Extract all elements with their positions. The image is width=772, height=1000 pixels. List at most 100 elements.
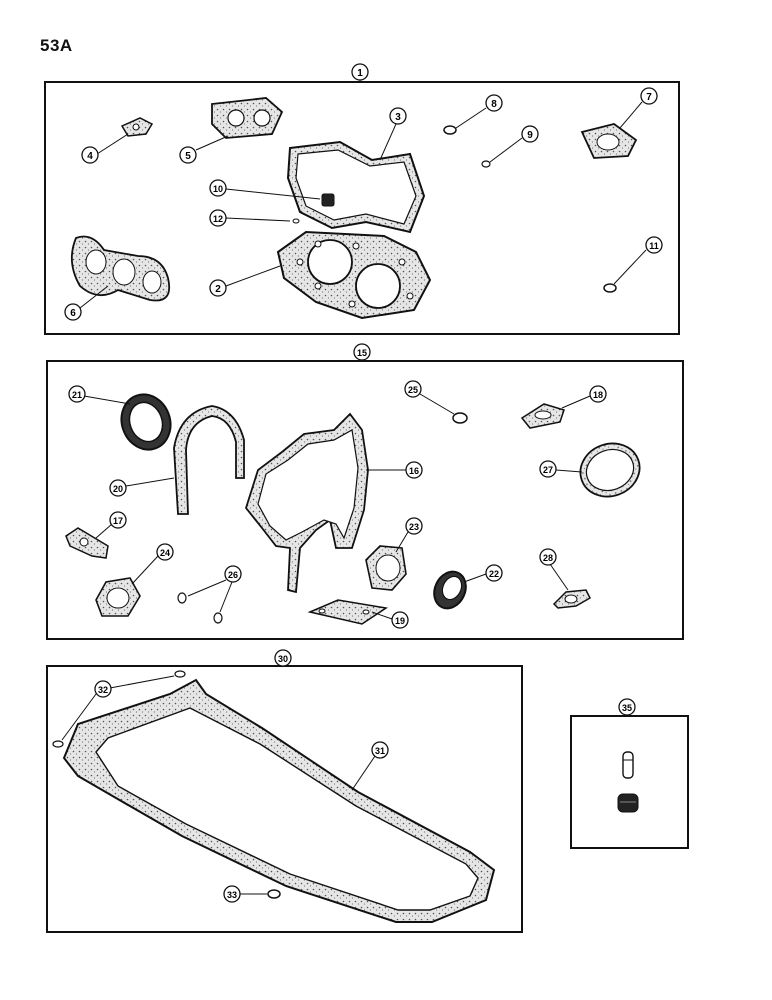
part-12-tiny-ring (292, 218, 300, 224)
callout-16: 16 (405, 461, 423, 479)
kit-35-frame (570, 715, 689, 849)
part-21-rear-seal (120, 393, 172, 451)
part-32-end-seals (52, 670, 186, 748)
callout-17: 17 (109, 511, 127, 529)
svg-text:3: 3 (395, 112, 401, 123)
callout-7: 7 (640, 87, 658, 105)
part-26-o-rings (177, 592, 223, 624)
callout-5: 5 (179, 146, 197, 164)
svg-text:12: 12 (213, 214, 223, 224)
callout-19: 19 (391, 611, 409, 629)
part-31-oil-pan-gasket (62, 678, 496, 923)
svg-text:32: 32 (98, 685, 108, 695)
callout-22: 22 (485, 564, 503, 582)
callout-32: 32 (94, 680, 112, 698)
part-27-round-gasket (579, 442, 641, 498)
svg-text:28: 28 (543, 553, 553, 563)
kit-35-group: 35 (570, 698, 689, 849)
callout-35: 35 (618, 698, 636, 716)
callout-18: 18 (589, 385, 607, 403)
part-6-manifold-gasket (70, 235, 171, 302)
svg-text:6: 6 (70, 308, 76, 319)
part-7-flange-gasket (580, 123, 638, 159)
part-10-seal (321, 193, 335, 207)
callout-30: 30 (274, 649, 292, 667)
svg-text:24: 24 (160, 548, 170, 558)
part-25-o-ring (452, 412, 468, 424)
part-22-front-seal (433, 570, 467, 610)
svg-text:33: 33 (227, 890, 237, 900)
svg-text:31: 31 (375, 746, 385, 756)
svg-text:16: 16 (409, 466, 419, 476)
svg-text:23: 23 (409, 522, 419, 532)
callout-21: 21 (68, 385, 86, 403)
svg-text:22: 22 (489, 569, 499, 579)
callout-15: 15 (353, 343, 371, 361)
svg-text:2: 2 (215, 284, 221, 295)
callout-23: 23 (405, 517, 423, 535)
part-18-gasket (520, 403, 565, 429)
callout-27: 27 (539, 460, 557, 478)
callout-12: 12 (209, 209, 227, 227)
svg-text:7: 7 (646, 92, 652, 103)
callout-10: 10 (209, 179, 227, 197)
svg-text:27: 27 (543, 465, 553, 475)
part-8-washer (443, 125, 457, 135)
kit-30-group: 30 31 32 (46, 649, 523, 933)
svg-text:9: 9 (527, 130, 533, 141)
callout-2: 2 (209, 279, 227, 297)
part-3-valve-cover-gasket (286, 140, 426, 234)
svg-text:5: 5 (185, 151, 191, 162)
part-11-washer (603, 283, 617, 293)
part-16-timing-cover-gasket (244, 412, 369, 594)
part-2-head-gasket (276, 230, 432, 320)
kit-1-frame (44, 81, 680, 335)
callout-8: 8 (485, 94, 503, 112)
svg-text:10: 10 (213, 184, 223, 194)
svg-text:19: 19 (395, 616, 405, 626)
svg-text:1: 1 (357, 68, 363, 79)
page-number: 53A (40, 36, 73, 55)
svg-text:21: 21 (72, 390, 82, 400)
callout-25: 25 (404, 380, 422, 398)
svg-text:35: 35 (622, 703, 632, 713)
svg-text:8: 8 (491, 99, 497, 110)
callout-4: 4 (81, 146, 99, 164)
part-17-gasket (65, 527, 109, 559)
callout-28: 28 (539, 548, 557, 566)
callout-31: 31 (371, 741, 389, 759)
part-23-gasket (365, 545, 407, 591)
part-35-plug (622, 751, 634, 779)
part-33-washer (267, 889, 281, 899)
callout-11: 11 (645, 236, 663, 254)
callout-33: 33 (223, 885, 241, 903)
callout-20: 20 (109, 479, 127, 497)
part-9-washer (481, 160, 491, 168)
kit-1-group: 1 4 5 (44, 63, 680, 335)
svg-text:20: 20 (113, 484, 123, 494)
callout-24: 24 (156, 543, 174, 561)
svg-text:25: 25 (408, 385, 418, 395)
part-35-seal (617, 793, 639, 813)
callout-6: 6 (64, 303, 82, 321)
svg-text:11: 11 (649, 241, 659, 251)
svg-text:17: 17 (113, 516, 123, 526)
part-5-gasket (211, 97, 284, 139)
callout-26: 26 (224, 565, 242, 583)
part-19-plate-gasket (307, 599, 388, 625)
part-4-gasket (120, 117, 154, 137)
svg-text:18: 18 (593, 390, 603, 400)
svg-text:30: 30 (278, 654, 288, 664)
svg-text:15: 15 (357, 348, 367, 358)
part-20-arch-gasket (173, 405, 245, 515)
svg-text:26: 26 (228, 570, 238, 580)
callout-3: 3 (389, 107, 407, 125)
kit-15-group: 15 21 20 (46, 343, 684, 640)
svg-text:4: 4 (87, 151, 93, 162)
kit-15-frame (46, 360, 684, 640)
callout-1: 1 (351, 63, 369, 81)
part-24-gasket (95, 577, 141, 617)
part-28-gasket (552, 589, 591, 609)
